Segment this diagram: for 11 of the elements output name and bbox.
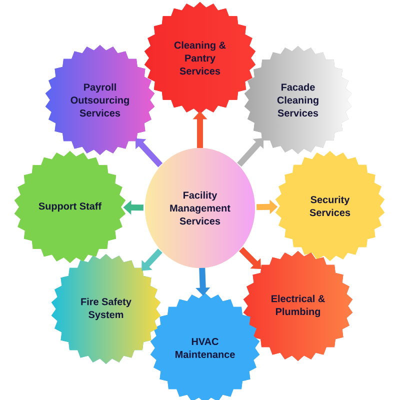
starburst: Cleaning & Pantry Services <box>144 2 256 114</box>
starburst: Facade Cleaning Services <box>244 46 352 154</box>
arrow <box>136 138 163 168</box>
starburst: HVAC Maintenance <box>150 293 260 400</box>
arrow <box>237 138 264 167</box>
starburst: Fire Safety System <box>51 254 161 364</box>
starburst: Support Staff <box>14 151 126 263</box>
starburst: Security Services <box>275 151 385 261</box>
starburst: Payroll Outsourcing Services <box>45 45 155 155</box>
arrow <box>142 248 162 271</box>
starburst: Electrical & Plumbing <box>243 251 353 361</box>
